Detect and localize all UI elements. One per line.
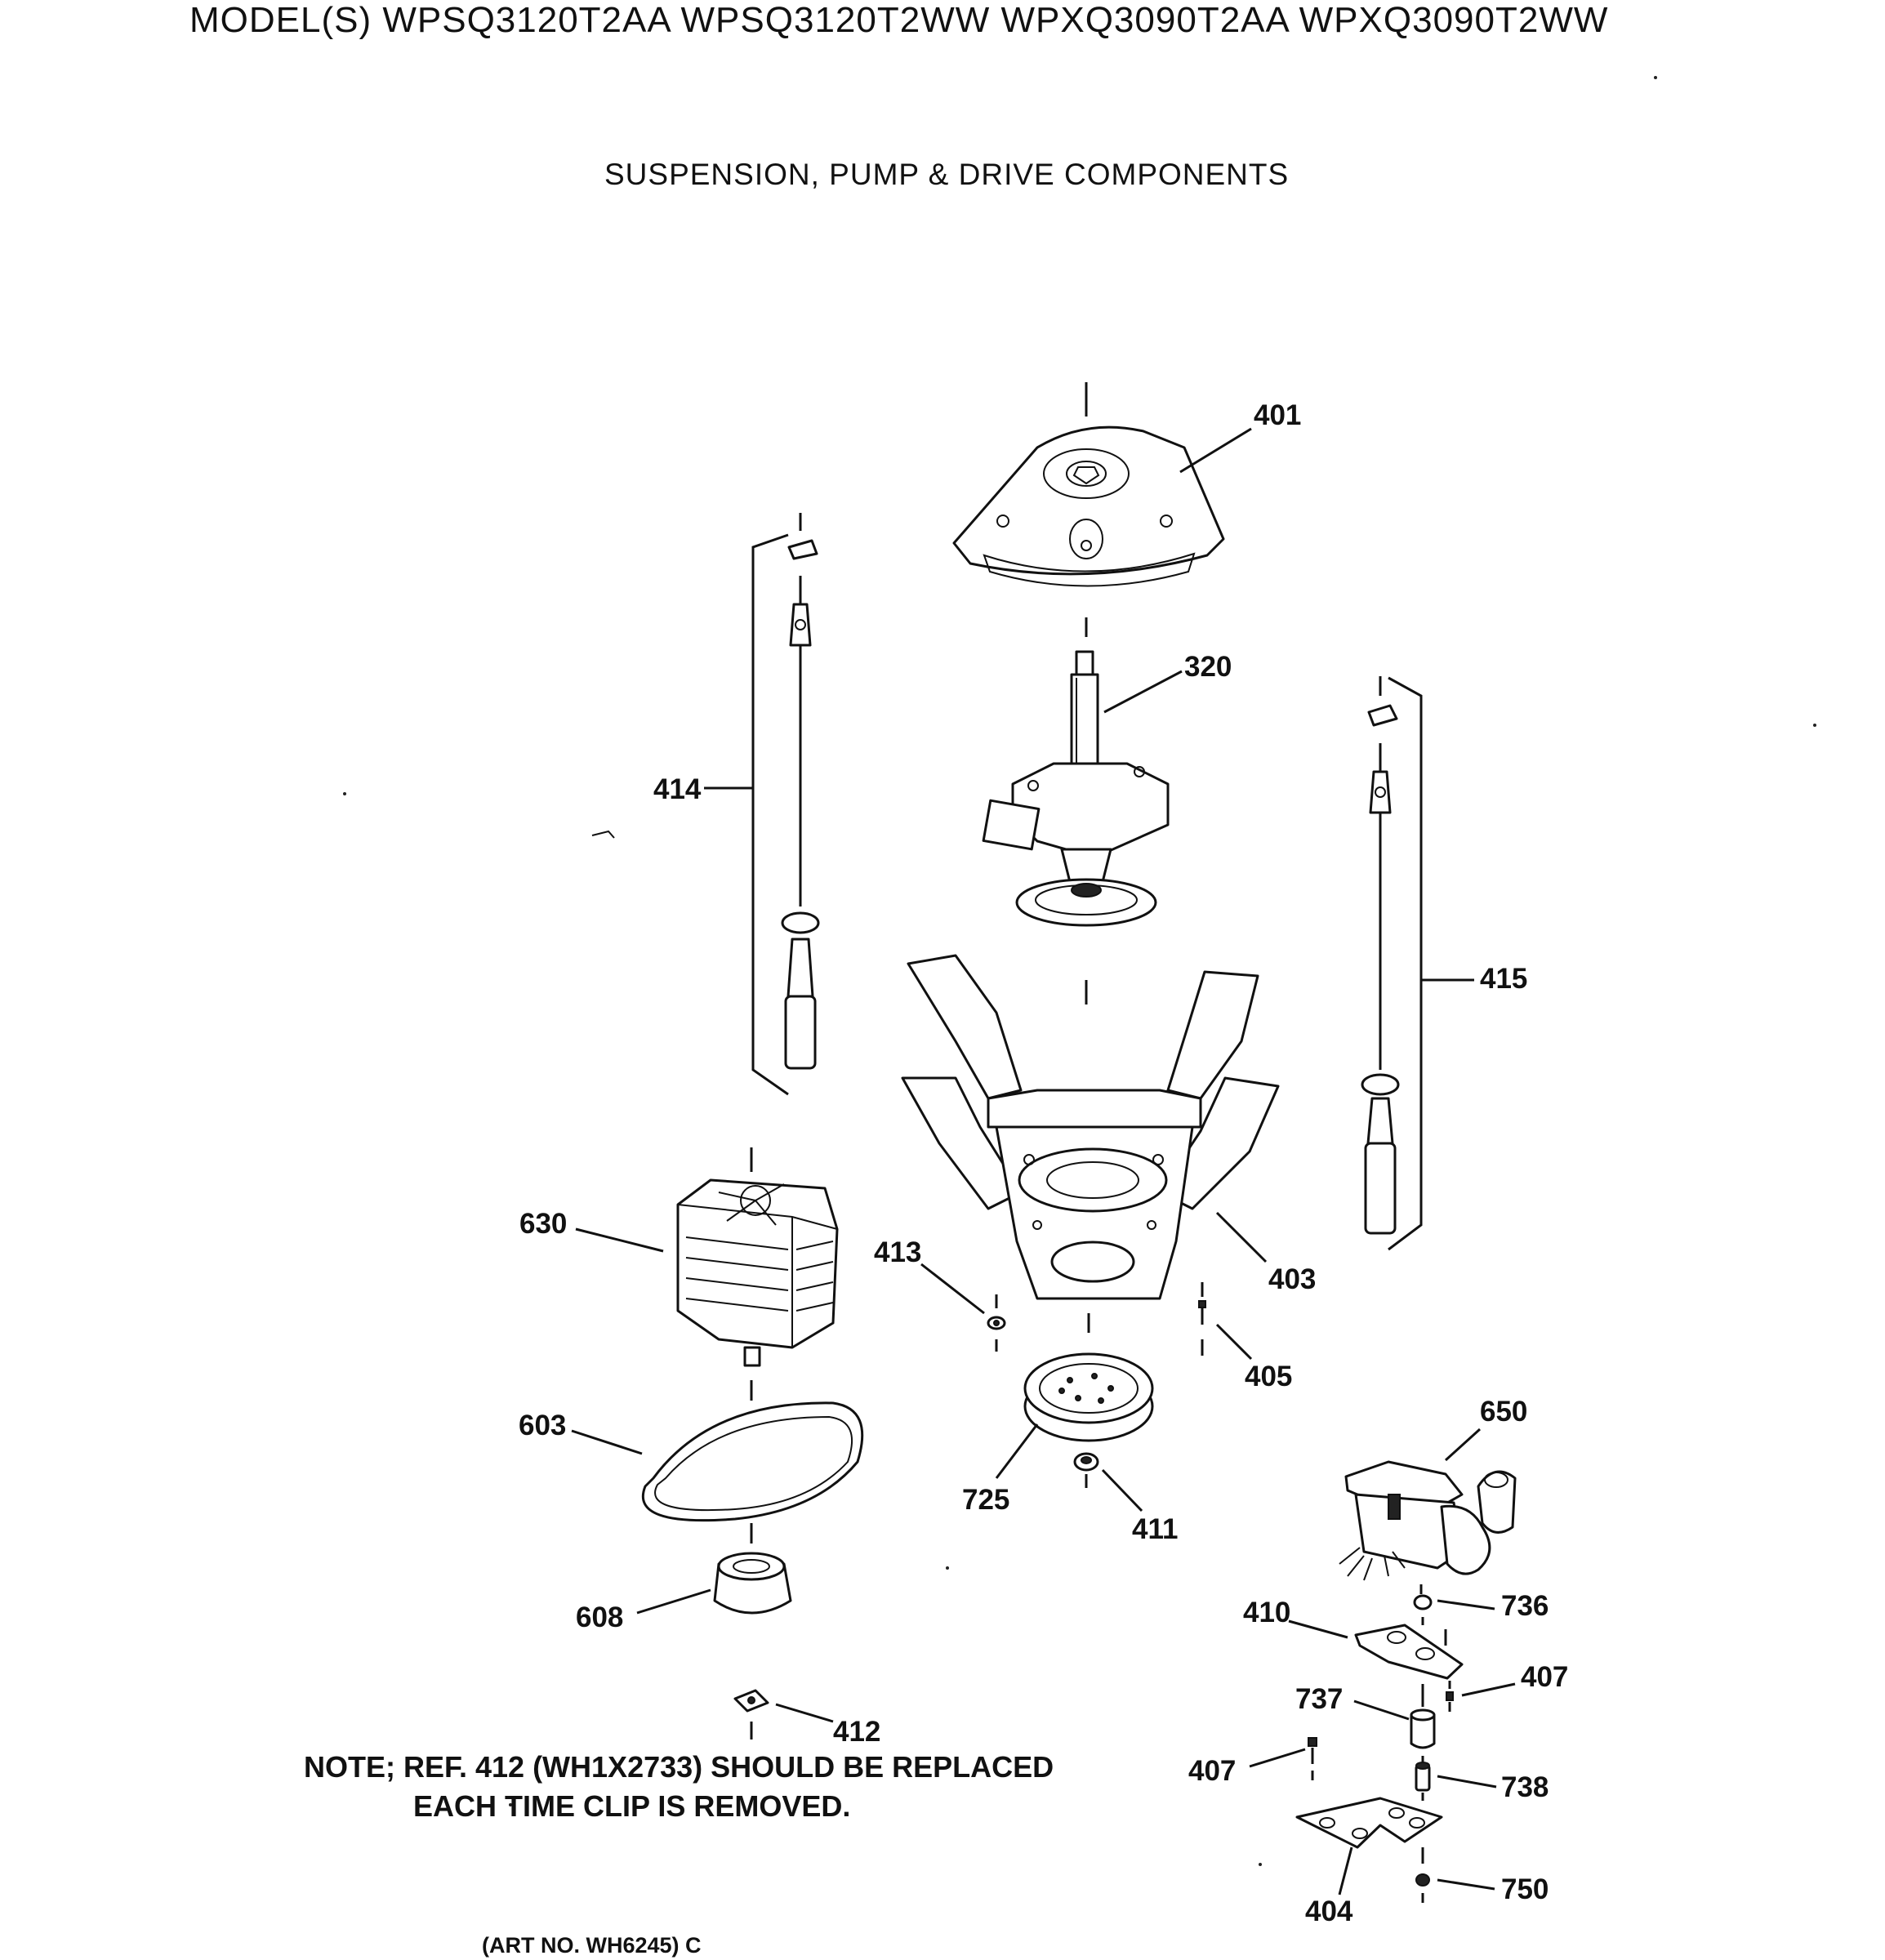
callout-736: 736 — [1501, 1590, 1549, 1622]
part-603-belt[interactable] — [571, 1401, 864, 1522]
part-412-clip[interactable] — [733, 1689, 834, 1740]
part-415-suspension-rod[interactable] — [1361, 676, 1474, 1251]
note-line-1: NOTE; REF. 412 (WH1X2733) SHOULD BE REPL… — [304, 1750, 1054, 1784]
part-413-washer[interactable] — [920, 1263, 1006, 1352]
callout-405: 405 — [1245, 1361, 1292, 1392]
part-750-screw[interactable] — [1415, 1847, 1495, 1903]
callout-415: 415 — [1480, 963, 1527, 995]
replacement-note: NOTE; REF. 412 (WH1X2733) SHOULD BE REPL… — [304, 1748, 1054, 1826]
part-738-post[interactable] — [1415, 1756, 1497, 1801]
part-320-transmission[interactable] — [982, 650, 1183, 1004]
section-title: SUSPENSION, PUMP & DRIVE COMPONENTS — [604, 158, 1290, 191]
callout-320: 320 — [1184, 651, 1232, 683]
callout-407-right: 407 — [1521, 1661, 1568, 1693]
part-630-motor[interactable] — [575, 1147, 839, 1401]
callout-407-left: 407 — [1188, 1755, 1236, 1787]
part-407-screw-right[interactable] — [1446, 1681, 1516, 1712]
part-737-bushing[interactable] — [1353, 1684, 1436, 1749]
callout-650: 650 — [1480, 1396, 1527, 1428]
callout-403: 403 — [1268, 1263, 1316, 1295]
part-725-pulley[interactable] — [995, 1313, 1154, 1479]
callout-608: 608 — [576, 1601, 623, 1633]
callout-401: 401 — [1254, 399, 1301, 431]
part-405-screw[interactable] — [1198, 1282, 1253, 1361]
callout-404: 404 — [1305, 1895, 1353, 1927]
part-407-screw-left[interactable] — [1249, 1737, 1317, 1780]
part-608-motor-pulley[interactable] — [636, 1523, 792, 1615]
callout-414: 414 — [653, 773, 702, 805]
callout-410: 410 — [1243, 1597, 1290, 1628]
scan-specks — [343, 76, 1816, 1866]
part-404-plate[interactable] — [1295, 1797, 1443, 1895]
callout-412: 412 — [833, 1716, 880, 1748]
part-403-base[interactable] — [901, 954, 1280, 1300]
part-410-bracket[interactable] — [1288, 1617, 1464, 1680]
part-411-nut[interactable] — [1073, 1452, 1143, 1512]
part-736-grommet[interactable] — [1413, 1584, 1495, 1610]
part-414-suspension-rod[interactable] — [704, 513, 820, 1096]
part-401-cover[interactable] — [952, 382, 1252, 637]
callout-738: 738 — [1501, 1771, 1549, 1803]
art-number: (ART NO. WH6245) C — [482, 1933, 702, 1958]
note-line-2: EACH TIME CLIP IS REMOVED. — [413, 1789, 851, 1823]
callout-725: 725 — [962, 1484, 1009, 1516]
callout-750: 750 — [1501, 1873, 1549, 1905]
callout-411: 411 — [1132, 1513, 1178, 1545]
callout-413: 413 — [874, 1236, 921, 1268]
model-list: MODEL(S) WPSQ3120T2AA WPSQ3120T2WW WPXQ3… — [189, 0, 1609, 40]
callout-630: 630 — [519, 1208, 567, 1240]
part-650-pump[interactable] — [1339, 1428, 1517, 1581]
callout-603: 603 — [519, 1410, 566, 1441]
callout-737: 737 — [1295, 1683, 1343, 1715]
